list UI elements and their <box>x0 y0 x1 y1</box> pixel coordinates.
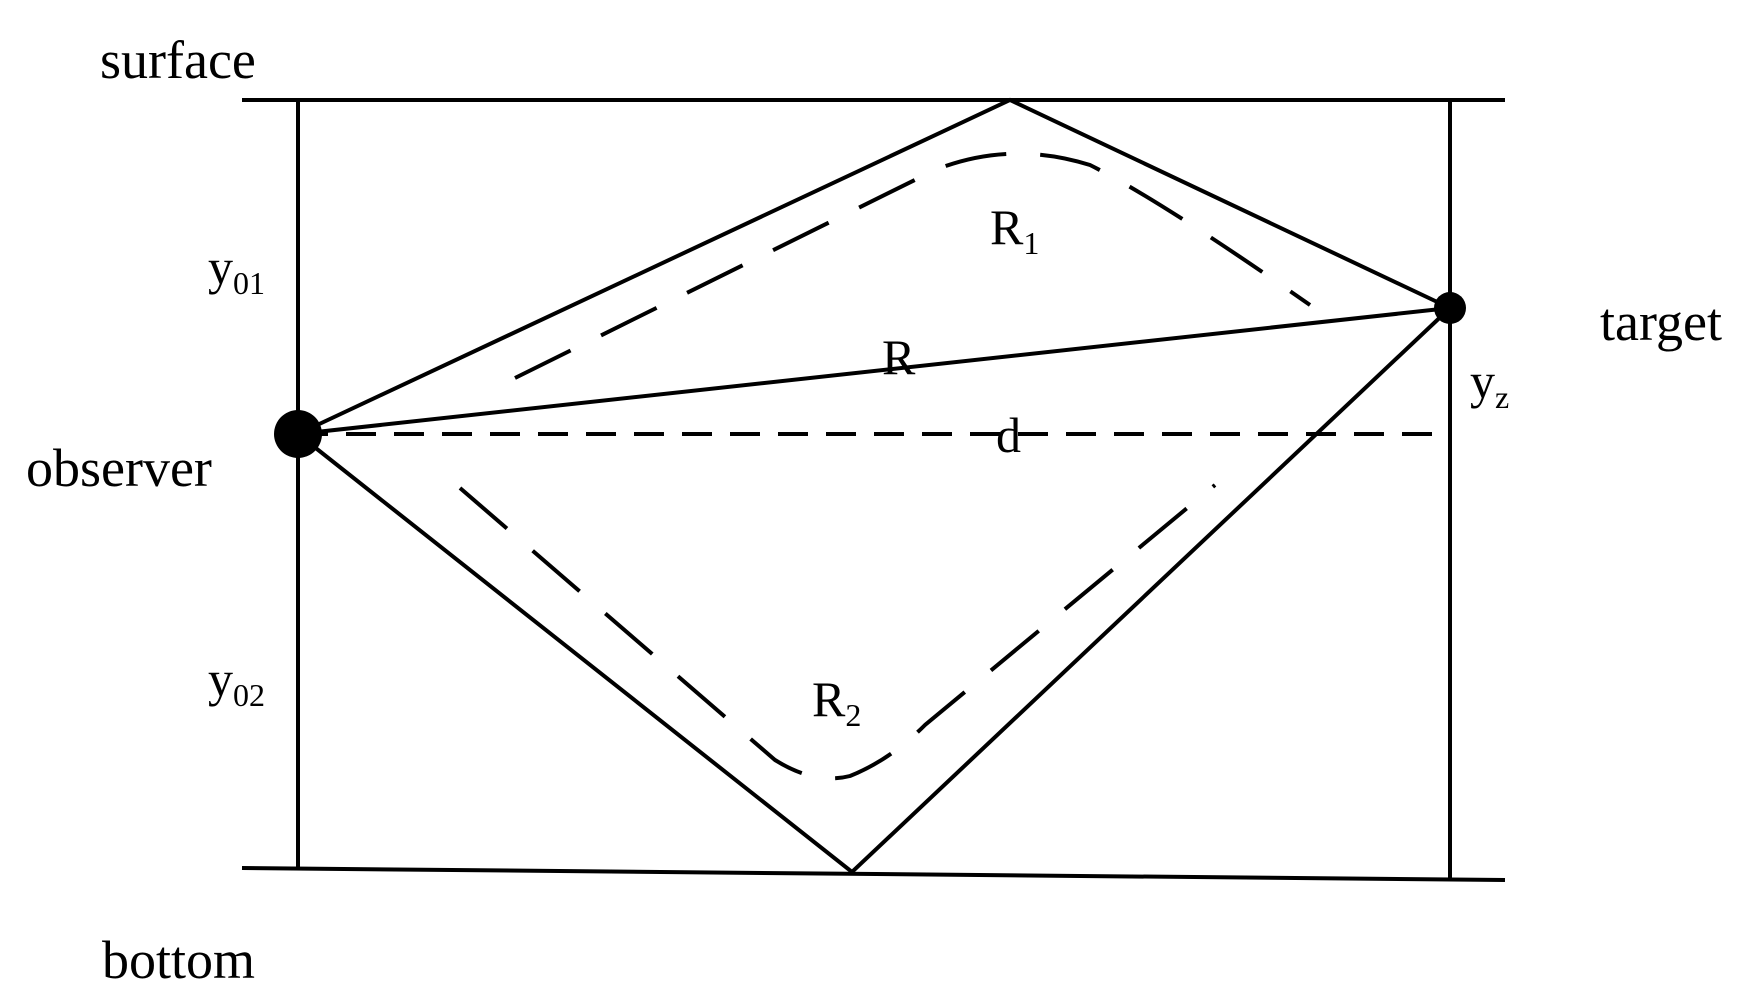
r2-symbol: R <box>812 671 846 727</box>
direct-ray <box>297 306 1451 436</box>
r1-label: R1 <box>990 199 1039 261</box>
observer-label: observer <box>26 438 212 498</box>
yz-subscript: z <box>1495 379 1509 415</box>
r2-subscript: 2 <box>845 697 861 733</box>
yz-label: yz <box>1470 353 1509 415</box>
y02-label: y02 <box>208 651 265 713</box>
y01-label: y01 <box>208 239 265 301</box>
target-label: target <box>1600 292 1722 352</box>
bottom-line <box>241 866 1506 882</box>
refracted-path-r2 <box>458 483 1217 781</box>
target-point <box>1434 292 1466 324</box>
r2-label: R2 <box>812 671 861 733</box>
y01-symbol: y <box>208 239 233 295</box>
y02-subscript: 02 <box>233 677 265 713</box>
direct-path-label: R <box>882 329 916 385</box>
observer-point <box>274 410 322 458</box>
surface-label: surface <box>100 30 256 90</box>
bottom-label: bottom <box>102 930 255 990</box>
bottom-reflected-ray <box>296 306 1452 875</box>
surface-reflected-ray <box>297 97 1451 436</box>
y01-subscript: 01 <box>233 265 265 301</box>
yz-symbol: y <box>1470 353 1495 409</box>
distance-label: d <box>996 407 1021 463</box>
r1-subscript: 1 <box>1023 225 1039 261</box>
refracted-path-r1 <box>514 151 1312 380</box>
r1-symbol: R <box>990 199 1024 255</box>
y02-symbol: y <box>208 651 233 707</box>
